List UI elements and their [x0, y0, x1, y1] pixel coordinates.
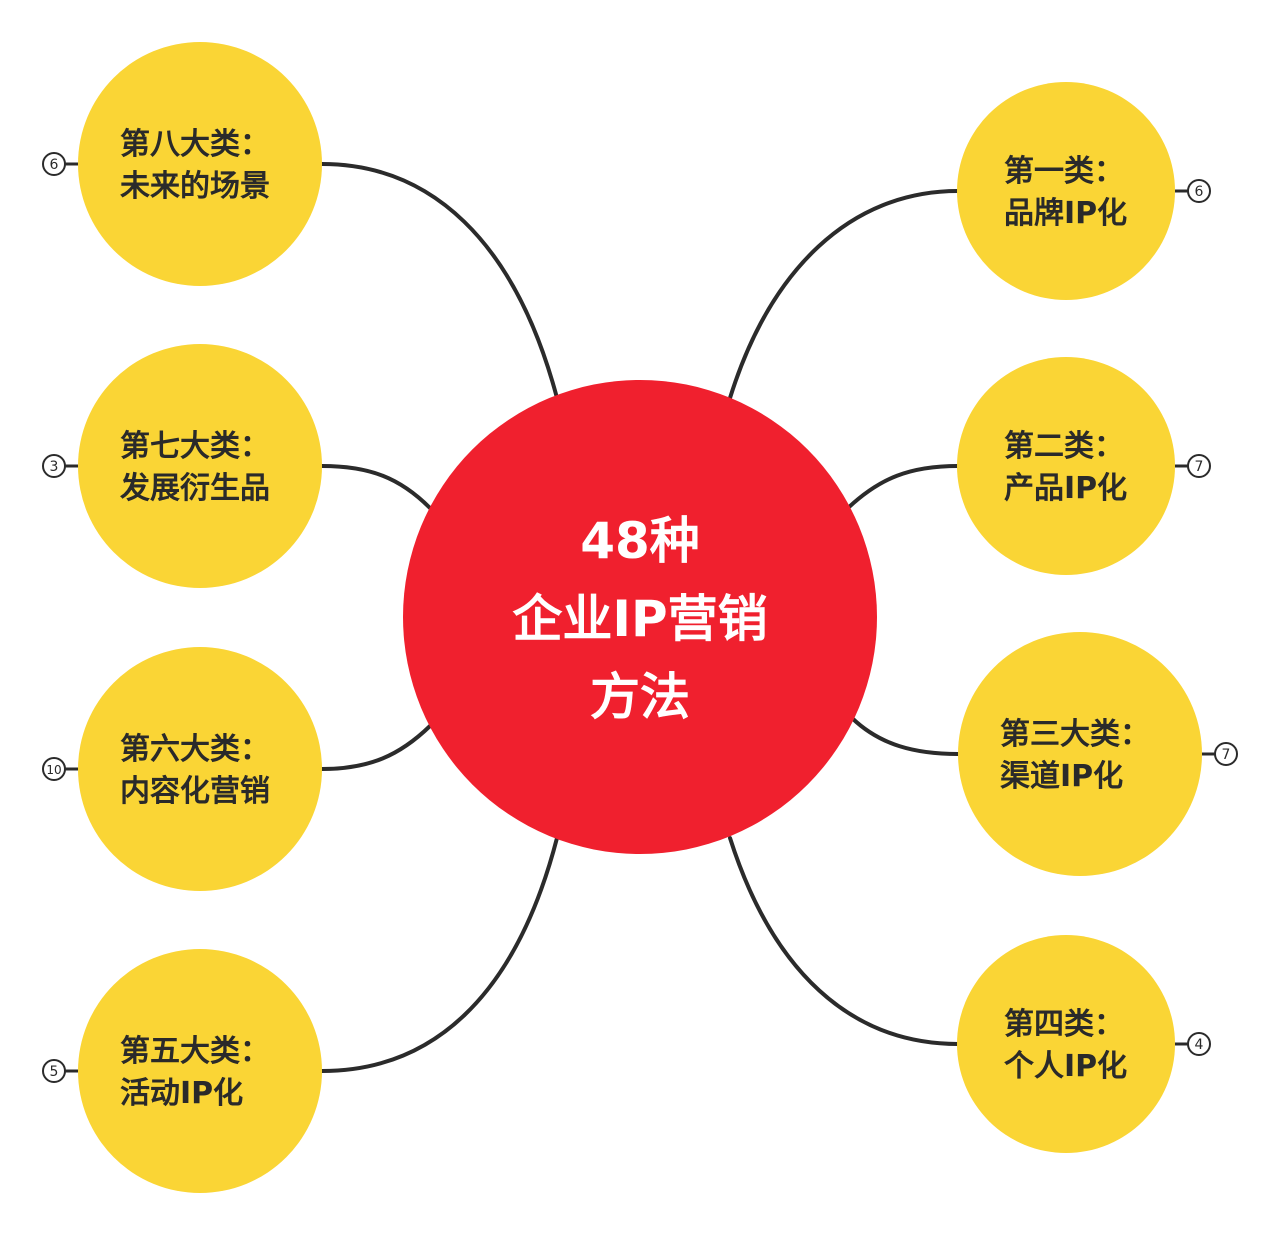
center-node[interactable]: 48种 企业IP营销 方法	[403, 380, 877, 854]
branch-circle	[957, 82, 1175, 300]
center-title-line-2: 企业IP营销	[512, 590, 767, 648]
branch-label-line-1: 第一类：	[1004, 154, 1124, 189]
branch-node-b1[interactable]: 第一类： 品牌IP化 6	[957, 82, 1211, 300]
branch-node-b2[interactable]: 第二类： 产品IP化 7	[957, 357, 1211, 575]
count-badge-value: 3	[50, 459, 59, 475]
branch-label-line-2: 品牌IP化	[1004, 196, 1127, 231]
count-badge[interactable]: 7	[1214, 742, 1238, 766]
count-badge[interactable]: 5	[42, 1059, 66, 1083]
branch-label-line-1: 第四类：	[1004, 1007, 1124, 1042]
connector-b7	[320, 464, 432, 510]
center-title-line-3: 方法	[590, 668, 690, 726]
branch-label-line-1: 第六大类：	[120, 732, 270, 767]
connector-b2	[846, 464, 960, 510]
branch-circle	[78, 42, 322, 286]
branch-label-line-2: 未来的场景	[120, 169, 270, 204]
branch-label-line-1: 第七大类：	[120, 429, 270, 464]
branch-node-b5[interactable]: 第五大类： 活动IP化 5	[42, 949, 322, 1193]
count-badge-circle	[42, 1059, 66, 1083]
connectors	[320, 162, 960, 1073]
branch-label-line-1: 第二类：	[1004, 429, 1124, 464]
count-badge[interactable]: 6	[1187, 179, 1211, 203]
count-badge-value: 6	[1195, 184, 1204, 200]
connector-b1	[728, 189, 960, 400]
center-title-line-1: 48种	[580, 512, 700, 570]
count-badge-value: 6	[50, 157, 59, 173]
branch-label-line-1: 第八大类：	[120, 127, 270, 162]
count-badge-value: 7	[1222, 747, 1231, 763]
count-badge[interactable]: 7	[1187, 454, 1211, 478]
count-badge[interactable]: 3	[42, 454, 66, 478]
branch-node-b3[interactable]: 第三大类： 渠道IP化 7	[958, 632, 1238, 876]
count-badge-circle	[42, 454, 66, 478]
branch-label-line-2: 个人IP化	[1004, 1049, 1127, 1084]
connector-b3	[850, 716, 960, 756]
branch-label-line-2: 产品IP化	[1004, 471, 1127, 506]
count-badge-value: 5	[50, 1064, 59, 1080]
count-badge-circle	[1187, 454, 1211, 478]
count-badge-circle	[1187, 1032, 1211, 1056]
branch-node-b6[interactable]: 第六大类： 内容化营销 10	[42, 647, 322, 891]
branch-label-line-2: 渠道IP化	[1000, 759, 1123, 794]
count-badge-value: 7	[1195, 459, 1204, 475]
branch-label-line-2: 发展衍生品	[119, 471, 270, 506]
branch-circle	[957, 935, 1175, 1153]
connector-b8	[320, 162, 559, 400]
count-badge-circle	[1214, 742, 1238, 766]
branch-node-b8[interactable]: 第八大类： 未来的场景 6	[42, 42, 322, 286]
count-badge-value: 4	[1195, 1037, 1204, 1053]
branch-node-b7[interactable]: 第七大类： 发展衍生品 3	[42, 344, 322, 588]
branch-label-line-2: 活动IP化	[120, 1076, 243, 1111]
connector-b6	[320, 724, 432, 771]
branch-circle	[78, 647, 322, 891]
branch-circle	[78, 344, 322, 588]
branch-circle	[78, 949, 322, 1193]
branch-label-line-1: 第五大类：	[120, 1034, 270, 1069]
count-badge[interactable]: 6	[42, 152, 66, 176]
count-badge-circle	[1187, 179, 1211, 203]
center-circle	[403, 380, 877, 854]
count-badge[interactable]: 4	[1187, 1032, 1211, 1056]
connector-b4	[728, 836, 960, 1046]
connector-b5	[320, 836, 559, 1073]
count-badge[interactable]: 10	[42, 757, 66, 781]
count-badge-circle	[42, 757, 66, 781]
branch-node-b4[interactable]: 第四类： 个人IP化 4	[957, 935, 1211, 1153]
branch-label-line-2: 内容化营销	[120, 774, 270, 809]
branch-nodes: 第一类： 品牌IP化 6 第二类： 产品IP化 7 第三大类： 渠道IP化 7 第四类： 个人IP化…	[42, 42, 1238, 1193]
branch-circle	[957, 357, 1175, 575]
count-badge-circle	[42, 152, 66, 176]
branch-label-line-1: 第三大类：	[1000, 717, 1150, 752]
branch-circle	[958, 632, 1202, 876]
count-badge-value: 10	[46, 763, 61, 777]
